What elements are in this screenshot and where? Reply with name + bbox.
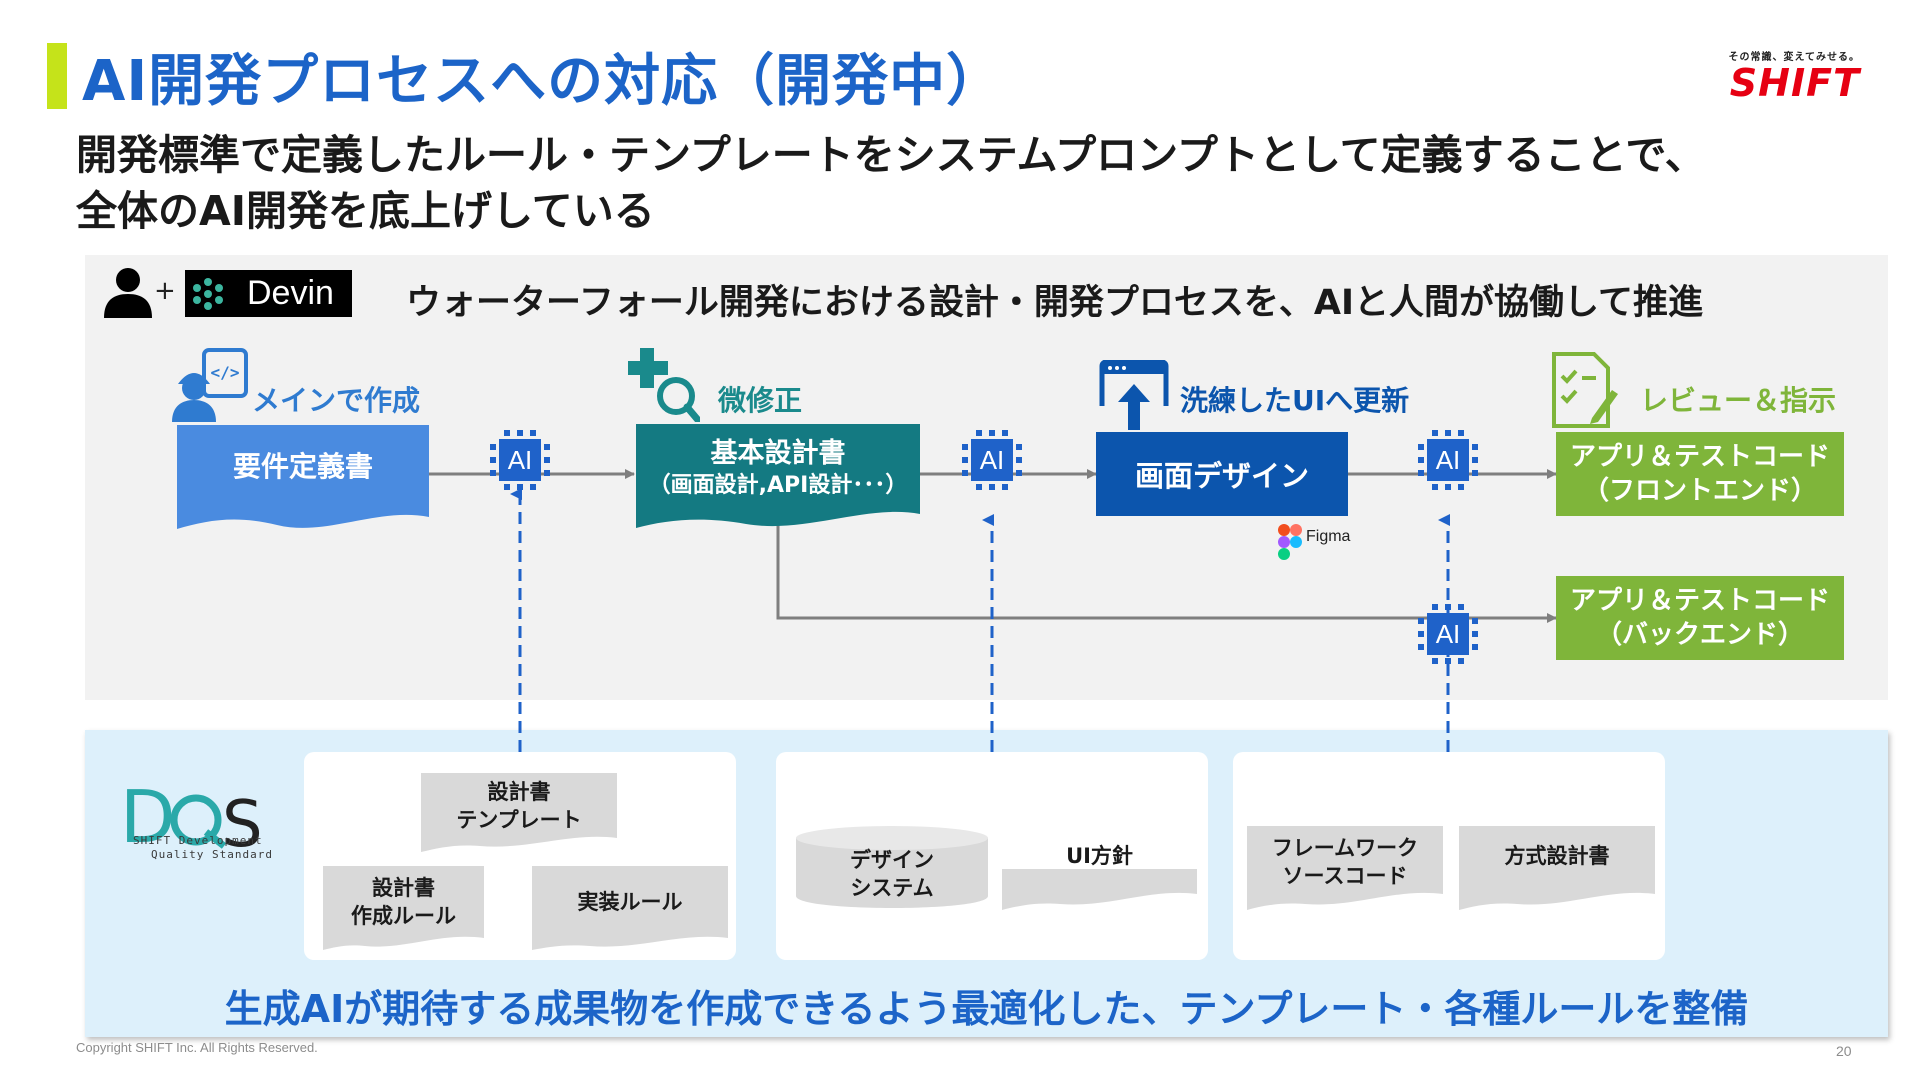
- db-design-system-line1: デザイン: [850, 848, 934, 872]
- subtitle-line-1: 開発標準で定義したルール・テンプレートをシステムプロンプトとして定義することで、: [76, 131, 1706, 179]
- screen-design-title: 画面デザイン: [1134, 459, 1309, 493]
- ai-chip-label: AI: [1435, 619, 1461, 649]
- doc-design-rule: 設計書 作成ルール: [323, 866, 484, 938]
- browser-upload-icon: [1099, 360, 1169, 430]
- dqs-logo: D S: [120, 775, 263, 862]
- ai-chip-icon: AI: [1418, 604, 1478, 664]
- figma-label: Figma: [1306, 528, 1351, 545]
- doc-architecture: 方式設計書: [1459, 826, 1655, 886]
- ai-chip-label: AI: [507, 445, 533, 475]
- ai-chip-icon: AI: [962, 430, 1022, 490]
- step3-action-label: 洗練したUIへ更新: [1180, 384, 1410, 417]
- basic-design-doc-title: 基本設計書: [710, 438, 846, 469]
- step4-action-label: レビュー＆指示: [1640, 384, 1837, 417]
- devin-badge: Devin: [185, 270, 352, 317]
- copyright: Copyright SHIFT Inc. All Rights Reserved…: [76, 1040, 318, 1055]
- shift-logo: その常識、変えてみせる。 SHIFT: [1700, 48, 1860, 103]
- doc-framework: フレームワーク ソースコード: [1247, 826, 1443, 898]
- output-frontend-box: アプリ＆テストコード （フロントエンド）: [1556, 432, 1844, 516]
- doc-design-rule-line1: 設計書: [372, 876, 435, 900]
- doc-design-template-line1: 設計書: [487, 780, 551, 804]
- basic-design-doc: 基本設計書 （画面設計,API設計･･･）: [636, 430, 920, 508]
- doc-framework-line1: フレームワーク: [1271, 836, 1419, 860]
- person-icon: [104, 268, 152, 318]
- requirements-doc: 要件定義書: [177, 425, 429, 505]
- plus-magnifier-icon: [628, 348, 700, 422]
- db-design-system-line2: システム: [850, 876, 934, 900]
- basic-design-doc-detail: （画面設計,API設計･･･）: [648, 473, 908, 498]
- page-title: AI開発プロセスへの対応（開発中）: [82, 49, 1004, 114]
- doc-framework-line2: ソースコード: [1282, 864, 1408, 888]
- doc-design-template-line2: テンプレート: [456, 808, 582, 832]
- ai-chip-icon: AI: [490, 430, 550, 490]
- step2-action-label: 微修正: [718, 384, 803, 417]
- doc-ui-policy-label: UI方針: [1066, 844, 1133, 868]
- logo-tagline: その常識、変えてみせる。: [1728, 52, 1860, 63]
- subtitle-line-2: 全体のAI開発を底上げしている: [76, 187, 655, 235]
- svg-text:S: S: [222, 788, 263, 862]
- doc-ui-policy: UI方針: [1002, 826, 1197, 886]
- bottom-message: 生成AIが期待する成果物を作成できるよう最適化した、テンプレート・各種ルールを整…: [224, 987, 1749, 1031]
- checklist-pen-icon: [1552, 352, 1618, 428]
- doc-design-rule-line2: 作成ルール: [351, 904, 456, 928]
- page-subtitle: 開発標準で定義したルール・テンプレートをシステムプロンプトとして定義することで、…: [76, 127, 1706, 239]
- title-accent-bar: [47, 43, 67, 109]
- devin-label: Devin: [247, 274, 334, 312]
- doc-architecture-label: 方式設計書: [1504, 844, 1610, 868]
- output-frontend-line2: （フロントエンド）: [1582, 476, 1817, 506]
- page-number: 20: [1836, 1043, 1852, 1059]
- flow-headline: ウォーターフォール開発における設計・開発プロセスを、AIと人間が協働して推進: [406, 283, 1703, 323]
- doc-impl-rule: 実装ルール: [532, 866, 728, 938]
- output-frontend-line1: アプリ＆テストコード: [1569, 442, 1830, 472]
- requirements-doc-title: 要件定義書: [232, 450, 373, 483]
- svg-text:</>: </>: [211, 363, 240, 382]
- screen-design-box: 画面デザイン: [1096, 432, 1348, 516]
- ai-chip-label: AI: [979, 445, 1005, 475]
- output-backend-line2: （バックエンド）: [1595, 620, 1804, 650]
- dqs-caption-line1: SHIFT Development: [133, 834, 263, 847]
- output-backend-line1: アプリ＆テストコード: [1569, 586, 1830, 616]
- connector-basic-to-back: [776, 520, 1557, 623]
- requirements-doc-shape: [177, 425, 429, 529]
- figma-icon: [1278, 524, 1302, 560]
- dqs-caption-line2: Quality Standard: [151, 848, 273, 861]
- devin-logo-icon: [193, 278, 223, 310]
- ai-chip-icon: AI: [1418, 430, 1478, 490]
- ai-chip-label: AI: [1435, 445, 1461, 475]
- db-design-system: デザイン システム: [796, 846, 988, 902]
- doc-impl-rule-label: 実装ルール: [577, 890, 683, 914]
- doc-design-template: 設計書 テンプレート: [421, 773, 617, 839]
- basic-design-doc-shape: [636, 424, 920, 528]
- svg-text:D: D: [120, 775, 175, 859]
- plus-sign: +: [154, 276, 176, 306]
- logo-wordmark: SHIFT: [1729, 61, 1860, 105]
- output-backend-box: アプリ＆テストコード （バックエンド）: [1556, 576, 1844, 660]
- step1-action-label: メインで作成: [252, 384, 421, 417]
- engineer-code-icon: </>: [172, 348, 248, 422]
